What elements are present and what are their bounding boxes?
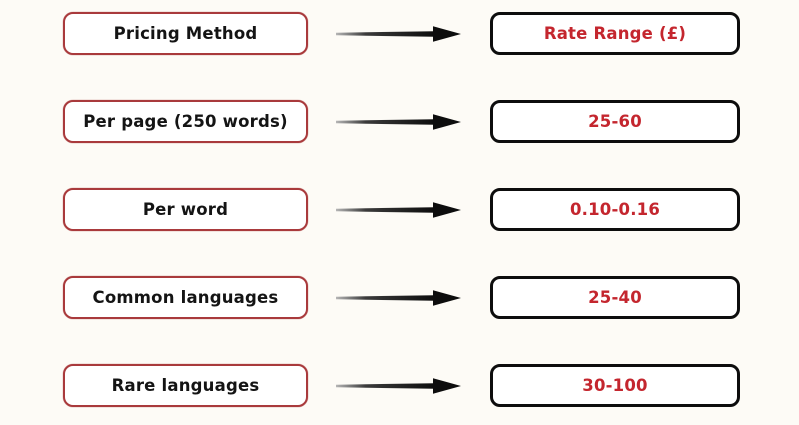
arrow-zone bbox=[308, 376, 490, 396]
rate-range-label: Rate Range (£) bbox=[543, 24, 687, 43]
pricing-method-label: Pricing Method bbox=[113, 24, 258, 43]
per-word-rate-box: 0.10-0.16 bbox=[490, 188, 740, 231]
right-arrow-icon bbox=[336, 25, 461, 42]
common-languages-box: Common languages bbox=[63, 276, 308, 319]
diagram-row: Per word 0.10-0.16 bbox=[0, 188, 799, 231]
rare-languages-label: Rare languages bbox=[111, 376, 260, 395]
rare-languages-box: Rare languages bbox=[63, 364, 308, 407]
common-languages-rate-box: 25-40 bbox=[490, 276, 740, 319]
per-word-label: Per word bbox=[142, 200, 229, 219]
arrow-zone bbox=[308, 24, 490, 44]
per-page-rate-box: 25-60 bbox=[490, 100, 740, 143]
rate-range-box: Rate Range (£) bbox=[490, 12, 740, 55]
arrow-zone bbox=[308, 200, 490, 220]
right-arrow-icon bbox=[336, 377, 461, 394]
diagram-row: Per page (250 words) 25-60 bbox=[0, 100, 799, 143]
arrow-zone bbox=[308, 112, 490, 132]
common-languages-rate-value: 25-40 bbox=[588, 288, 642, 307]
per-word-rate-value: 0.10-0.16 bbox=[569, 200, 661, 219]
per-page-rate-value: 25-60 bbox=[588, 112, 642, 131]
right-arrow-icon bbox=[336, 289, 461, 306]
right-arrow-icon bbox=[336, 113, 461, 130]
common-languages-label: Common languages bbox=[92, 288, 279, 307]
right-arrow-icon bbox=[336, 201, 461, 218]
diagram-row: Rare languages 30-100 bbox=[0, 364, 799, 407]
diagram-row: Common languages 25-40 bbox=[0, 276, 799, 319]
rare-languages-rate-value: 30-100 bbox=[582, 376, 648, 395]
pricing-method-box: Pricing Method bbox=[63, 12, 308, 55]
per-page-label: Per page (250 words) bbox=[83, 112, 288, 131]
rare-languages-rate-box: 30-100 bbox=[490, 364, 740, 407]
arrow-zone bbox=[308, 288, 490, 308]
per-word-box: Per word bbox=[63, 188, 308, 231]
per-page-box: Per page (250 words) bbox=[63, 100, 308, 143]
diagram-row: Pricing Method Rate Range (£) bbox=[0, 12, 799, 55]
